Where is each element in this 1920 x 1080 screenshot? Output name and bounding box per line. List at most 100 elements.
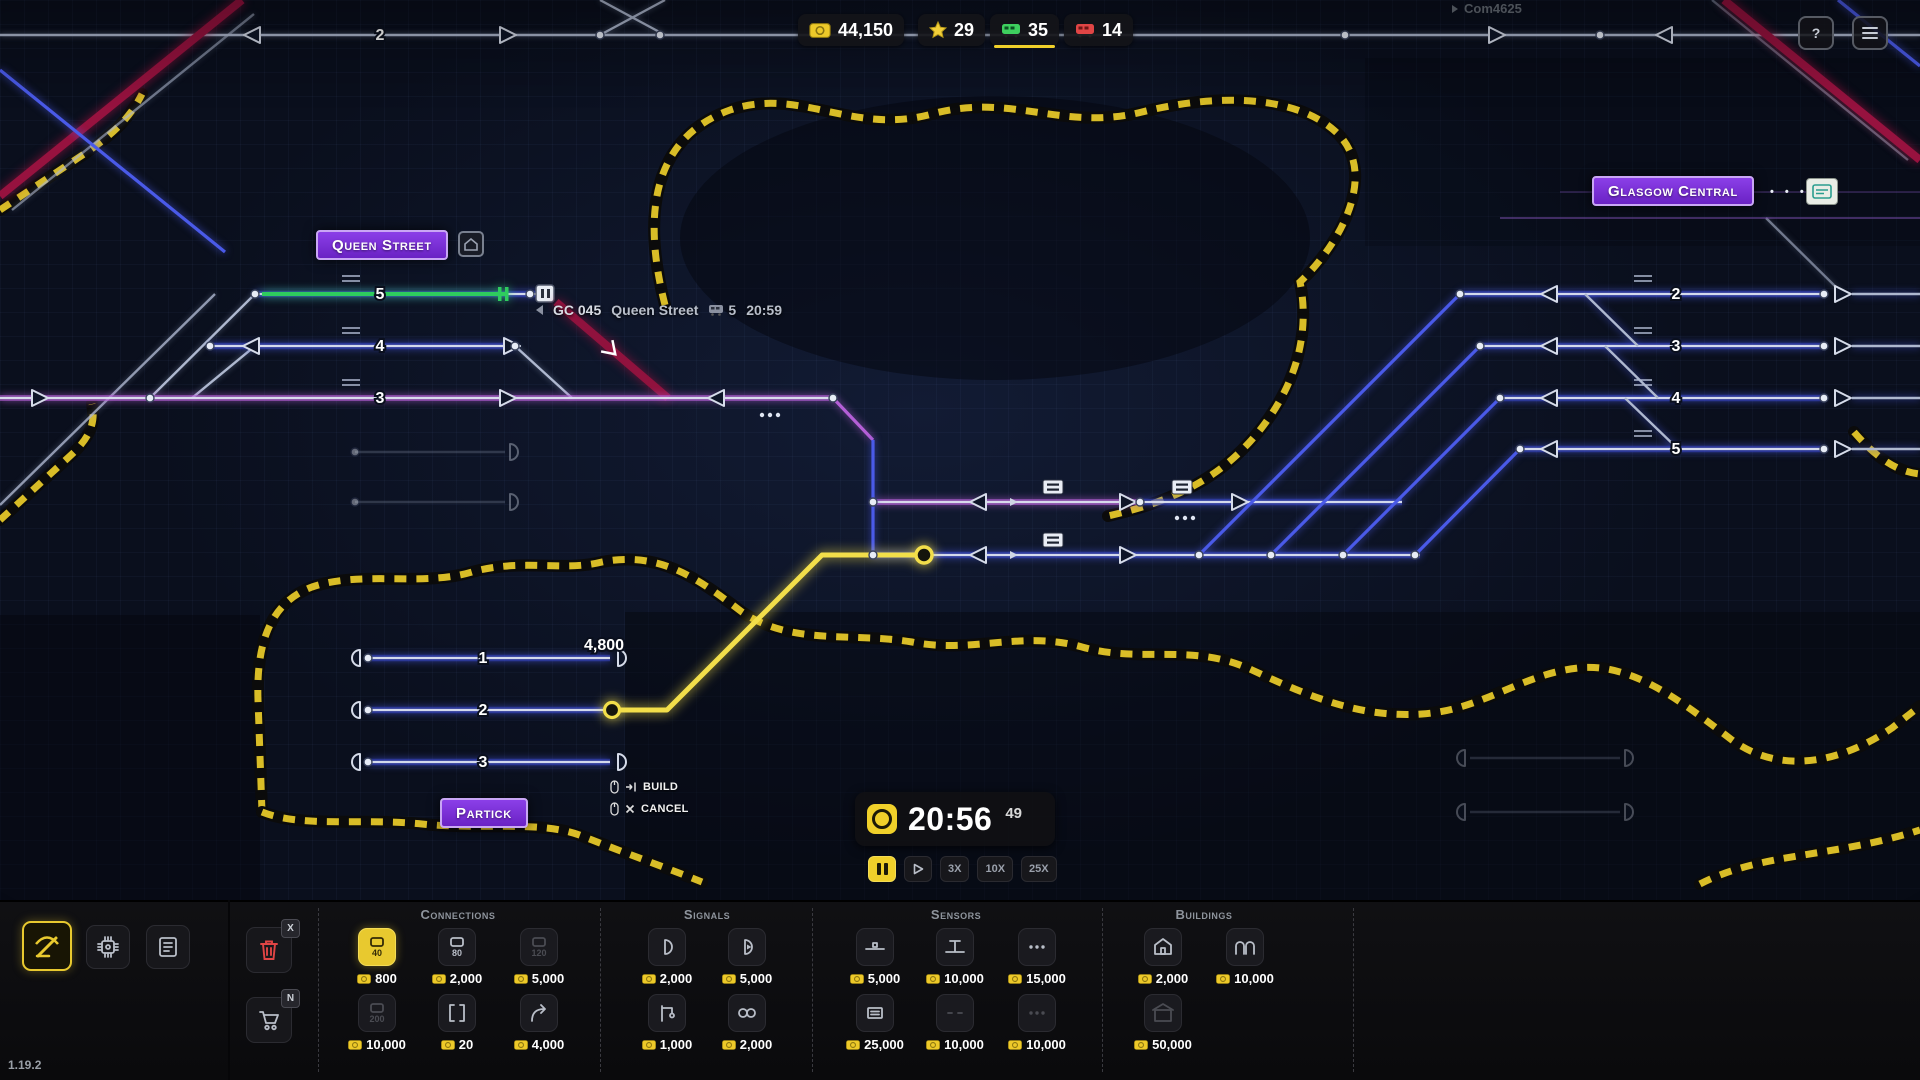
station-badge-queen-street[interactable]: Queen Street	[316, 230, 448, 260]
construction-icon	[35, 936, 59, 958]
shop-item-curve[interactable]: 4,000	[507, 994, 571, 1052]
station-card-icon[interactable]	[1806, 178, 1838, 205]
coin-icon	[1137, 973, 1152, 984]
play-button[interactable]	[904, 856, 932, 882]
station-house-icon[interactable]	[458, 231, 484, 257]
connection-200-icon[interactable]: 200	[358, 994, 396, 1032]
train-id: GC 045	[553, 302, 602, 318]
item-price: 10,000	[1008, 1037, 1066, 1052]
session-label: Com4625	[1452, 1, 1522, 16]
coin-icon	[513, 973, 528, 984]
shop-item-connection-80[interactable]: 80 2,000	[425, 928, 489, 986]
train-tooltip[interactable]: GC 045 Queen Street 5 20:59	[536, 302, 782, 318]
connection-40-icon[interactable]: 40	[358, 928, 396, 966]
station-name: Glasgow Central	[1608, 182, 1738, 200]
divider	[1353, 908, 1354, 1072]
station-badge-glasgow-central[interactable]: Glasgow Central	[1592, 176, 1754, 206]
section-title-signals: Signals	[683, 907, 731, 922]
automation-mode-button[interactable]	[86, 925, 130, 969]
item-price: 2,000	[721, 1037, 772, 1052]
item-price: 5,000	[849, 971, 900, 986]
shop-item-sensor[interactable]: 5,000	[843, 928, 907, 986]
train-icon	[709, 305, 724, 316]
item-price: 15,000	[1008, 971, 1066, 986]
speed-3x-button[interactable]: 3X	[940, 856, 970, 882]
delete-hotkey-badge: X	[281, 919, 300, 938]
coin-icon	[926, 1039, 941, 1050]
shop-item-large-station[interactable]: 10,000	[1213, 928, 1277, 986]
shop-item-speed-sensor[interactable]: 10,000	[923, 928, 987, 986]
clock-panel: 20:56 49	[855, 792, 1055, 846]
train-at-platform-icon[interactable]	[535, 284, 555, 303]
station-name: Partick	[456, 804, 512, 822]
build-mode-button[interactable]	[22, 921, 72, 971]
dim-tracks-left	[355, 443, 519, 511]
gantry-sensor-icon[interactable]	[856, 994, 894, 1032]
back-arrow-icon	[536, 305, 543, 315]
waiting-trains-value: 14	[1102, 19, 1123, 40]
coin-icon	[846, 1039, 861, 1050]
item-price: 20	[440, 1037, 473, 1052]
shop-item-gantry-sensor[interactable]: 25,000	[843, 994, 907, 1052]
running-trains-counter[interactable]: 35	[990, 14, 1060, 48]
sensor-icon[interactable]	[856, 928, 894, 966]
coin-icon	[926, 973, 941, 984]
signal-icon[interactable]	[648, 928, 686, 966]
platform-number: 4	[376, 338, 385, 355]
game-seconds: 49	[1005, 804, 1023, 822]
coin-icon	[431, 973, 446, 984]
shop-item-station[interactable]: 2,000	[1131, 928, 1195, 986]
glasgow-platform-tracks	[1460, 290, 1920, 453]
shop-item-gantry-signal[interactable]: 1,000	[635, 994, 699, 1052]
dash-sensor-icon[interactable]	[936, 994, 974, 1032]
shop-item-signal[interactable]: 2,000	[635, 928, 699, 986]
list-icon	[159, 937, 177, 957]
coin-icon	[1008, 1039, 1023, 1050]
shop-item-dash-sensor[interactable]: 10,000	[923, 994, 987, 1052]
shop-item-multi-sensor[interactable]: 15,000	[1005, 928, 1069, 986]
money-value: 44,150	[838, 19, 894, 40]
station-icon[interactable]	[1144, 928, 1182, 966]
shop-item-auto-signal[interactable]: 5,000	[715, 928, 779, 986]
item-price: 25,000	[846, 1037, 904, 1052]
platform-number: 3	[1672, 338, 1681, 355]
depot-icon[interactable]	[1144, 994, 1182, 1032]
speed-controls: 3X 10X 25X	[868, 856, 1057, 882]
timetable-mode-button[interactable]	[146, 925, 190, 969]
shop-item-dot-sensor[interactable]: 10,000	[1005, 994, 1069, 1052]
toolbar-seam	[228, 900, 230, 1080]
gantry-signal-icon[interactable]	[648, 994, 686, 1032]
waiting-trains-counter[interactable]: 14	[1064, 14, 1134, 46]
multi-sensor-icon[interactable]	[1018, 928, 1056, 966]
coin-icon	[1134, 1039, 1149, 1050]
coin-icon	[641, 973, 656, 984]
menu-button[interactable]	[1852, 16, 1888, 50]
shop-hotkey-badge: N	[281, 989, 300, 1008]
platform-number: 1	[479, 650, 488, 667]
shop-item-connection-120[interactable]: 120 5,000	[507, 928, 571, 986]
speed-sensor-icon[interactable]	[936, 928, 974, 966]
shop-item-depot[interactable]: 50,000	[1131, 994, 1195, 1052]
section-title-connections: Connections	[420, 907, 496, 922]
connection-120-icon[interactable]: 120	[520, 928, 558, 966]
pause-button[interactable]	[868, 856, 896, 882]
shop-item-connection-200[interactable]: 200 10,000	[345, 994, 409, 1052]
shop-item-track[interactable]: 20	[425, 994, 489, 1052]
speed-25x-button[interactable]: 25X	[1021, 856, 1057, 882]
large-station-icon[interactable]	[1226, 928, 1264, 966]
speed-10x-button[interactable]: 10X	[977, 856, 1014, 882]
coin-icon	[721, 973, 736, 984]
station-badge-partick[interactable]: Partick	[440, 798, 528, 828]
connection-80-icon[interactable]: 80	[438, 928, 476, 966]
shop-item-connection-40[interactable]: 40 800	[345, 928, 409, 986]
shop-item-double-signal[interactable]: 2,000	[715, 994, 779, 1052]
play-arrow-icon	[1452, 4, 1458, 13]
curve-icon[interactable]	[520, 994, 558, 1032]
track-segment-icon[interactable]	[438, 994, 476, 1032]
dot-sensor-icon[interactable]	[1018, 994, 1056, 1032]
item-price: 800	[357, 971, 397, 986]
double-signal-icon[interactable]	[728, 994, 766, 1032]
auto-signal-icon[interactable]	[728, 928, 766, 966]
help-button[interactable]: ?	[1798, 16, 1834, 50]
section-title-buildings: Buildings	[1175, 907, 1233, 922]
